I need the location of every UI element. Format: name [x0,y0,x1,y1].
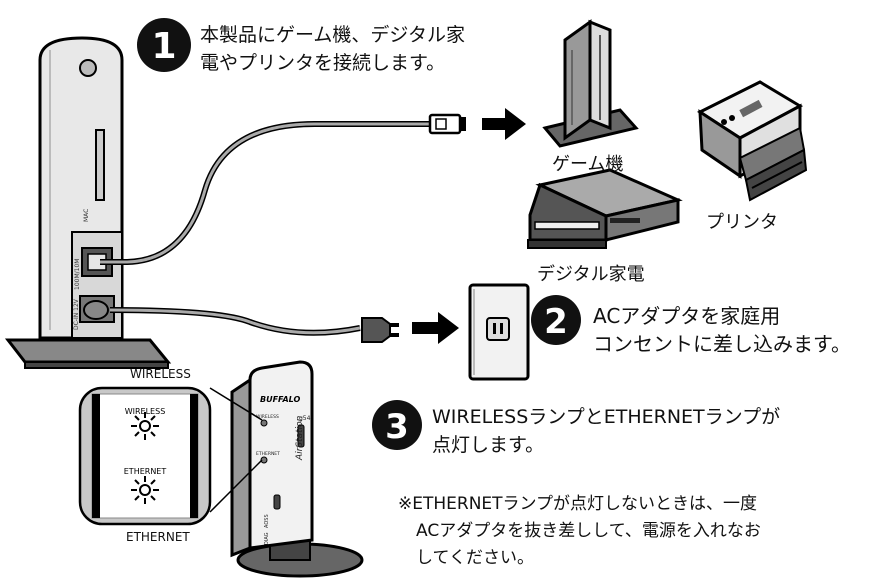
wireless-lamp-small-label: WIRELESS [125,407,166,416]
router-mac-marking: MAC [83,209,90,222]
router-dc-marking: DC-IN 12V [73,298,80,330]
step-1-text-line2: 電やプリンタを接続します。 [200,52,446,74]
wireless-label: WIRELESS [130,367,191,381]
printer-label: プリンタ [706,212,778,233]
step-2-text-line1: ACアダプタを家庭用 [593,304,781,328]
router-port-marking: 100M/10M [74,259,81,290]
front-router-model: AirStation [295,415,305,461]
ethernet-label: ETHERNET [126,530,190,544]
printer [696,80,808,202]
note-line2: ACアダプタを抜き差しして、電源を入れなお [416,521,761,541]
wall-outlet [468,283,530,381]
svg-text:2: 2 [544,302,568,342]
router-side-view [4,36,172,369]
step-3-badge: 3 [372,400,422,450]
power-cable [109,307,399,343]
step-3-text-line1: WIRELESSランプとETHERNETランプが [432,406,781,428]
note-line1: ※ETHERNETランプが点灯しないときは、一度 [398,494,758,514]
lan-cable [100,113,466,265]
router-front-view [230,360,364,578]
front-router-ethernet-small: ETHERNET [256,451,280,457]
front-router-brand: BUFFALO [260,395,300,404]
arrow-power-icon [412,312,459,344]
step-2-text-line2: コンセントに差し込みます。 [593,332,851,356]
svg-text:1: 1 [151,26,176,67]
lamp-zoom-panel [78,386,212,526]
digital-appliance-label: デジタル家電 [537,264,645,285]
front-router-diag: DIAG [264,532,270,545]
game-console-label: ゲーム機 [552,154,624,175]
step-3-text-line2: 点灯します。 [432,434,545,456]
wireless-lamp-icon [131,412,159,440]
step-2-badge: 2 [531,295,581,345]
step-1-text-line1: 本製品にゲーム機、デジタル家 [200,24,466,46]
note-line3: してください。 [416,548,534,568]
ethernet-lamp-icon [131,476,159,504]
step-1-badge: 1 [137,18,191,72]
arrow-lan-icon [482,108,526,140]
digital-appliance [527,168,683,249]
svg-text:3: 3 [385,407,409,447]
ethernet-lamp-small-label: ETHERNET [124,467,167,476]
game-console [542,19,639,148]
front-router-sub: g54 [299,415,311,422]
front-router-aoss: AOSS [264,514,270,528]
front-router-wireless-small: WIRELESS [256,414,279,420]
